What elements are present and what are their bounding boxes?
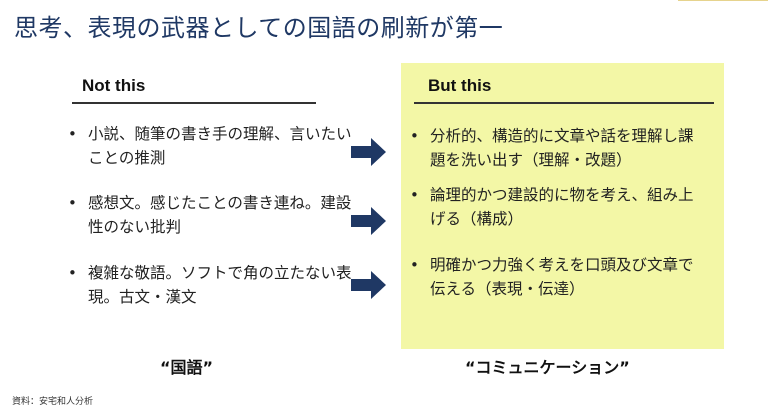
list-item: 複雑な敬語。ソフトで角の立たない表現。古文・漢文 bbox=[62, 261, 352, 309]
list-item: 分析的、構造的に文章や話を理解し課題を洗い出す（理解・改題） bbox=[404, 124, 704, 172]
kokugo-caption: “国語” bbox=[160, 358, 214, 377]
not-this-heading: Not this bbox=[82, 76, 146, 95]
logo-mark bbox=[678, 0, 768, 6]
right-heading-rule bbox=[414, 102, 714, 104]
right-arrow-icon bbox=[351, 138, 386, 166]
not-this-list: 小説、随筆の書き手の理解、言いたいことの推測 感想文。感じたことの書き連ね。建設… bbox=[62, 122, 352, 330]
right-arrow-icon bbox=[351, 271, 386, 299]
source-note: 資料：安宅和人分析 bbox=[12, 397, 94, 407]
slide-title: 思考、表現の武器としての国語の刷新が第一 bbox=[14, 14, 504, 42]
list-item: 小説、随筆の書き手の理解、言いたいことの推測 bbox=[62, 122, 352, 170]
but-this-heading: But this bbox=[428, 76, 492, 95]
left-heading-rule bbox=[72, 102, 316, 104]
communication-caption: “コミュニケーション” bbox=[465, 358, 630, 377]
list-item: 感想文。感じたことの書き連ね。建設性のない批判 bbox=[62, 191, 352, 239]
list-item: 論理的かつ建設的に物を考え、組み上げる（構成） bbox=[404, 183, 704, 231]
but-this-list: 分析的、構造的に文章や話を理解し課題を洗い出す（理解・改題） 論理的かつ建設的に… bbox=[404, 124, 704, 301]
list-item: 明確かつ力強く考えを口頭及び文章で伝える（表現・伝達） bbox=[404, 253, 704, 301]
right-arrow-icon bbox=[351, 207, 386, 235]
